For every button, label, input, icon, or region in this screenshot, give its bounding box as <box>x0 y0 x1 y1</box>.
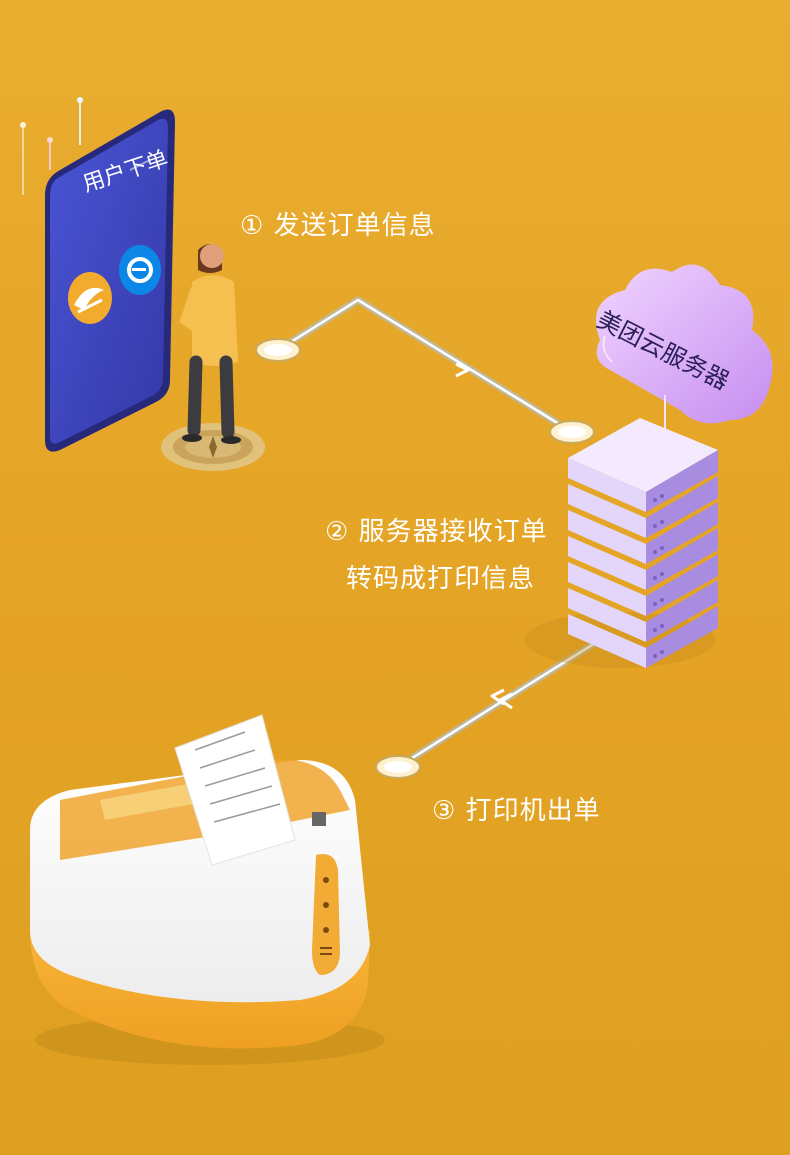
step-2-label-line1: ② 服务器接收订单 <box>325 517 548 547</box>
phone-illustration <box>45 109 175 452</box>
step-2-label-line2: 转码成打印信息 <box>346 564 536 594</box>
server-icon <box>525 418 718 668</box>
flow-paths <box>276 296 602 770</box>
person-icon <box>179 244 241 444</box>
flow-nodes <box>255 338 595 779</box>
step-3-label: ③ 打印机出单 <box>432 796 601 826</box>
printer-icon <box>30 714 385 1065</box>
compass-base <box>161 423 265 471</box>
decor-lines <box>20 97 83 195</box>
meituan-icon <box>68 272 112 324</box>
eleme-icon <box>119 245 161 295</box>
step-1-label: ① 发送订单信息 <box>240 211 436 241</box>
